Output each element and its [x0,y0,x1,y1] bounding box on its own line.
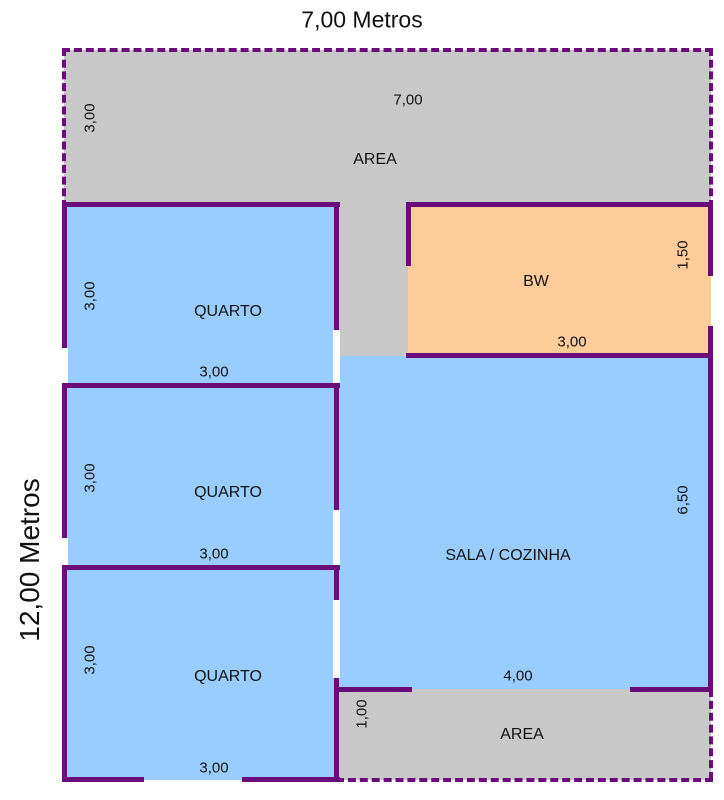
bw-label: BW [523,273,549,290]
sala-height: 6,50 [674,485,692,515]
opening-quarto-right-1 [333,330,340,384]
bw-room [408,204,711,356]
wall-quarto1-top [62,202,340,207]
plan-width-title: 7,00 Metros [301,6,423,33]
sala-label: SALA / COZINHA [445,547,571,564]
quarto-1-label: QUARTO [194,303,262,320]
boundary-right-bottom [709,689,713,780]
quarto-1-height: 3,00 [81,281,99,311]
area-top [64,50,711,204]
quarto-3-label: QUARTO [194,668,262,685]
quarto-1 [64,204,338,386]
sala-cozinha [338,356,711,689]
wall-quarto2-bottom [62,565,340,570]
wall-quarto1-bottom [62,383,340,388]
wall-bw-right [708,202,713,276]
plan-height-title: 12,00 Metros [14,478,45,642]
area-top-height: 3,00 [81,103,99,133]
wall-left-upper [62,202,67,780]
quarto-2-height: 3,00 [81,463,99,493]
area-top-width: 7,00 [393,91,423,109]
bw-width: 3,00 [557,333,587,351]
wall-right-mid [708,326,713,692]
opening-left-2 [61,538,68,568]
wall-bw-bottom [406,353,713,358]
boundary-left-top [62,48,66,208]
wall-sala-bottom-left [336,687,412,692]
quarto-2-width: 3,00 [199,545,229,563]
wall-sala-bottom-right [630,687,713,692]
opening-left-1 [61,348,68,384]
opening-quarto-right-2 [333,510,340,566]
boundary-right-top [709,48,713,208]
quarto-2-label: QUARTO [194,484,262,501]
wall-quarto3-bottom [62,777,144,782]
bw-height: 1,50 [674,240,692,270]
boundary-bottom-area [336,778,713,782]
area-bottom-height: 1,00 [353,699,371,729]
boundary-top [62,48,713,52]
quarto-3-width: 3,00 [199,759,229,777]
wall-quarto-right [334,202,339,780]
wall-quarto3-bottom-right [242,777,340,782]
area-bottom [338,689,711,780]
quarto-3-height: 3,00 [81,645,99,675]
opening-quarto-right-3 [333,600,340,678]
quarto-2 [64,386,338,568]
wall-bw-left [406,202,411,266]
wall-bw-top [406,202,713,207]
corridor [338,204,408,356]
sala-width: 4,00 [503,667,533,685]
area-top-label: AREA [353,151,397,168]
quarto-1-width: 3,00 [199,363,229,381]
quarto-3 [64,568,338,780]
area-bottom-label: AREA [500,726,544,743]
